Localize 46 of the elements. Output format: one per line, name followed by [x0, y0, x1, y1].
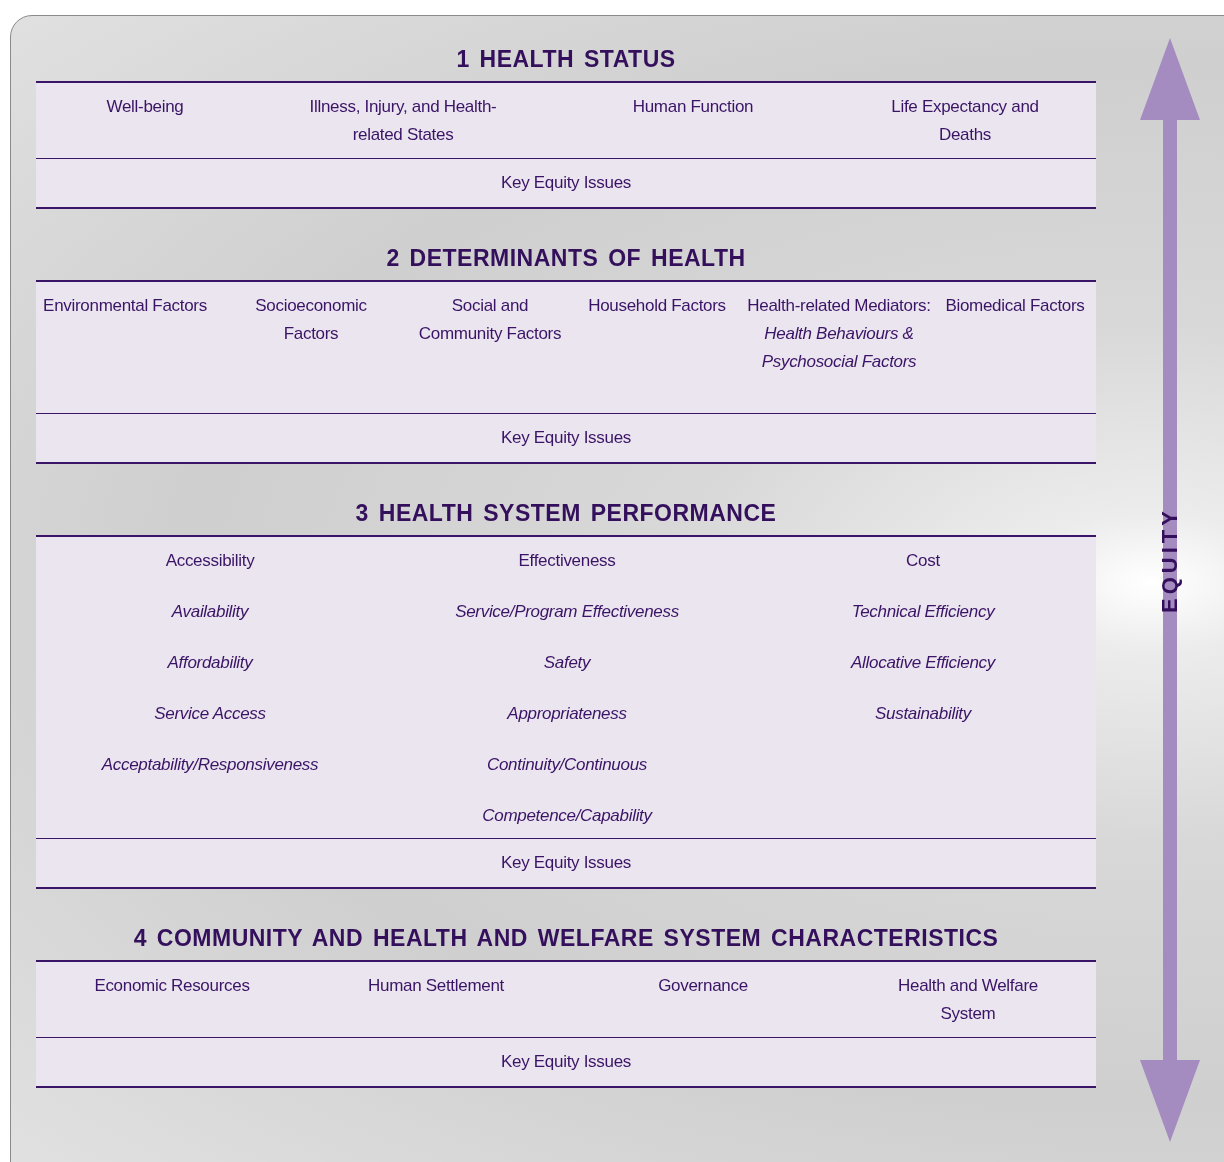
indicator-text: Illness, Injury, and Health- related States [308, 96, 498, 146]
indicator-text: Well-being [105, 96, 185, 118]
indicator-text: Affordability [167, 652, 253, 674]
indicator-text: Health and Welfare System [897, 975, 1039, 1025]
section-heading: 4 COMMUNITY AND HEALTH AND WELFARE SYSTEM CHARACTERISTICS [132, 923, 1000, 953]
indicator-text: Allocative Efficiency [851, 652, 995, 674]
indicator-text: Health-related Mediators: Health Behaviours & Psychosocial Factors [746, 295, 932, 373]
category-band [36, 535, 1096, 838]
indicator-text: Governance [657, 975, 749, 997]
band-label: Key Equity Issues [501, 428, 631, 448]
indicator-text: Availability [171, 601, 249, 623]
indicator-text: Economic Resources [93, 975, 251, 997]
indicator-text: Social and Community Factors [417, 295, 563, 345]
indicator-text: Safety [543, 652, 591, 674]
indicator-text: Life Expectancy and Deaths [890, 96, 1040, 146]
indicator-text: Human Settlement [367, 975, 505, 997]
indicator-text: Continuity/Continuous [487, 754, 647, 776]
equity-band [36, 838, 1096, 889]
indicator-text: Accessibility [165, 550, 255, 572]
equity-band [36, 413, 1096, 464]
section-heading: 2 DETERMINANTS OF HEALTH [385, 243, 747, 273]
equity-band [36, 1037, 1096, 1088]
indicator-text: Environmental Factors [42, 295, 208, 317]
indicator-text: Cost [906, 550, 940, 572]
indicator-text: Acceptability/Responsiveness [101, 754, 319, 776]
band-label: Key Equity Issues [501, 173, 631, 193]
section-heading: 1 HEALTH STATUS [455, 44, 677, 74]
indicator-text: Service/Program Effectiveness [455, 601, 679, 623]
category-band [36, 81, 1096, 158]
indicator-text: Human Function [631, 96, 755, 118]
indicator-text: Socioeconomic Factors [254, 295, 368, 345]
indicator-text: Competence/Capability [482, 805, 652, 827]
indicator-text: Household Factors [587, 295, 727, 317]
band-label: Key Equity Issues [501, 1052, 631, 1072]
equity-band [36, 158, 1096, 209]
category-band [36, 280, 1096, 413]
section-heading: 3 HEALTH SYSTEM PERFORMANCE [354, 498, 778, 528]
indicator-text: Technical Efficiency [851, 601, 995, 623]
category-band [36, 960, 1096, 1037]
indicator-text: Sustainability [875, 703, 971, 725]
axis-label: EQUITY [1157, 507, 1183, 613]
indicator-text: Appropriateness [507, 703, 627, 725]
band-label: Key Equity Issues [501, 853, 631, 873]
indicator-text: Biomedical Factors [944, 295, 1086, 317]
indicator-text: Service Access [154, 703, 266, 725]
indicator-text: Effectiveness [518, 550, 616, 572]
